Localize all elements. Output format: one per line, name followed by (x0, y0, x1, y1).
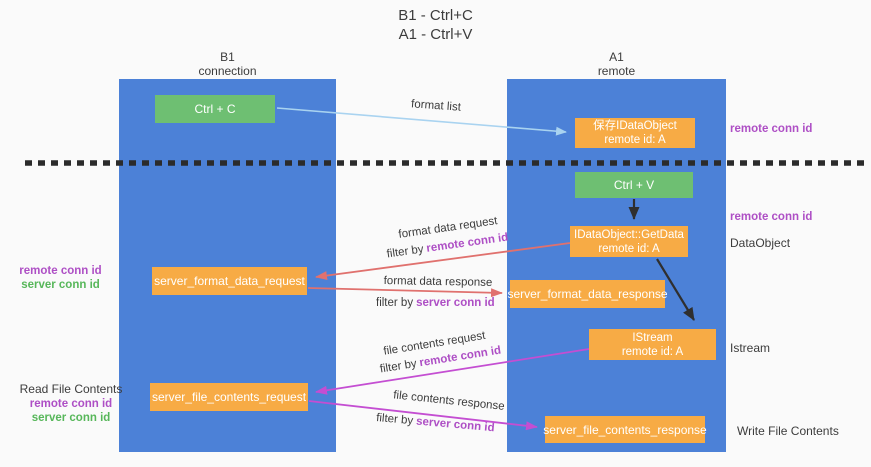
server-file-contents-request-node: server_file_contents_request (150, 383, 308, 411)
server-file-contents-request-label: server_file_contents_request (151, 390, 307, 404)
file-contents-response-arrow-label: file contents response (392, 389, 506, 413)
format-data-response-arrow-label: format data response (383, 275, 493, 289)
title-line-1: B1 - Ctrl+C (398, 7, 473, 24)
server-file-contents-response-node: server_file_contents_response (543, 416, 707, 443)
lane-b1-name: B1 (220, 50, 235, 64)
ctrl-v-label: Ctrl + V (613, 178, 655, 192)
server-format-data-request-label: server_format_data_request (154, 274, 305, 288)
istream-node: IStream remote id: A (589, 329, 716, 360)
server-conn-id-key: server conn id (415, 415, 495, 435)
save-dataobject-node: 保存IDataObject remote id: A (575, 118, 695, 148)
istream-line2: remote id: A (621, 345, 684, 358)
left-remote-conn-id-label-mid: remote conn id (19, 265, 102, 277)
server-format-data-response-node: server_format_data_response (507, 280, 668, 308)
right-remote-conn-id-label-top: remote conn id (730, 123, 813, 135)
getdata-node: IDataObject::GetData remote id: A (570, 226, 688, 257)
server-file-contents-response-label: server_file_contents_response (543, 422, 707, 437)
left-remote-conn-id-label-bottom: remote conn id (29, 398, 113, 410)
istream-side-label: Istream (730, 341, 771, 355)
format-data-response-arrow (307, 287, 503, 298)
left-server-conn-id-label-bottom: server conn id (31, 412, 111, 424)
lane-header-b1: B1 connection (119, 50, 336, 78)
filter-by-text: filter by (385, 243, 425, 261)
save-dataobject-line1: 保存IDataObject (593, 120, 677, 132)
left-server-conn-id-label-mid: server conn id (21, 279, 100, 291)
getdata-line2: remote id: A (598, 242, 660, 255)
save-dataobject-line2: remote id: A (604, 134, 666, 146)
lane-b1-subtitle: connection (198, 64, 257, 78)
filter-by-text: filter by (379, 357, 418, 376)
format-list-arrow-label: format list (410, 98, 462, 114)
ctrl-c-label: Ctrl + C (194, 102, 236, 116)
write-file-contents-label: Write File Contents (737, 424, 839, 438)
getdata-line1: IDataObject::GetData (574, 228, 684, 241)
diagram-title: B1 - Ctrl+C A1 - Ctrl+V (0, 6, 871, 44)
server-conn-id-key: server conn id (416, 297, 495, 309)
ctrl-v-node: Ctrl + V (575, 172, 693, 198)
server-format-data-response-label: server_format_data_response (507, 287, 668, 301)
filter-by-text: filter by (375, 412, 414, 428)
ctrl-c-node: Ctrl + C (155, 95, 275, 123)
title-line-2: A1 - Ctrl+V (398, 26, 473, 43)
lane-header-a1: A1 remote (507, 50, 726, 78)
lane-a1-subtitle: remote (597, 64, 636, 78)
read-file-contents-label: Read File Contents (19, 382, 123, 396)
right-remote-conn-id-label-mid: remote conn id (730, 211, 813, 223)
dataobject-label: DataObject (730, 236, 791, 250)
filter-by-text: filter by (376, 297, 414, 309)
istream-line1: IStream (632, 331, 673, 344)
server-format-data-request-node: server_format_data_request (152, 267, 307, 295)
lane-a1-name: A1 (609, 50, 624, 64)
